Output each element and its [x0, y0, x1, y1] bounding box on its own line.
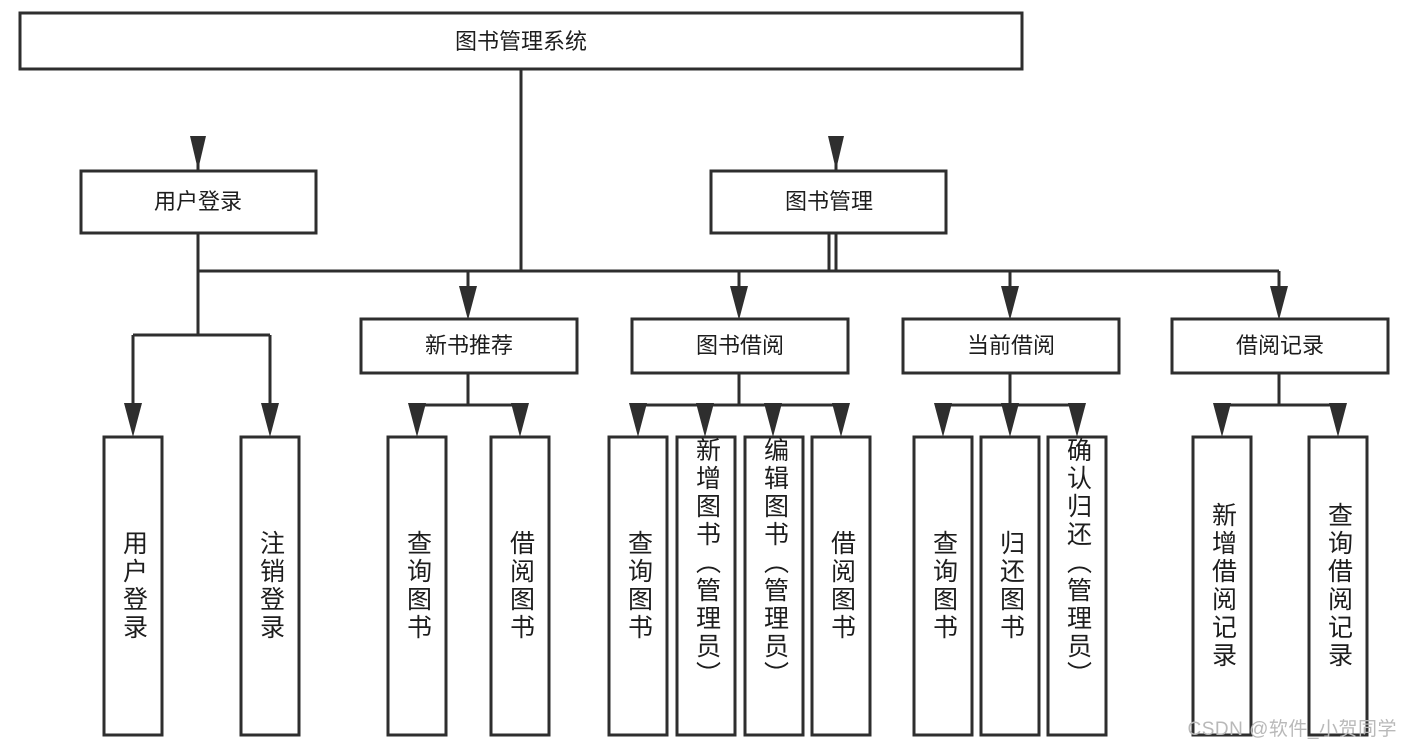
arrow-to-leaf-user-login [124, 403, 142, 437]
arrow-to-borrow-record [1270, 286, 1288, 320]
connector-userlogin-to-leaves [131, 233, 272, 405]
arrow-to-leaf-query-record [1329, 403, 1347, 437]
node-leaf-add-record[interactable] [1191, 435, 1253, 737]
node-root-system[interactable]: 图书管理系统 [18, 11, 1024, 71]
connector-record-to-leaves [1220, 372, 1340, 412]
node-leaf-query-book-1[interactable] [386, 435, 448, 737]
arrow-to-current-borrow [1001, 286, 1019, 320]
arrow-to-leaf-borrow-book-1 [511, 403, 529, 437]
node-leaf-return-book[interactable] [979, 435, 1041, 737]
arrow-to-new-book-recommend [459, 286, 477, 320]
arrow-to-leaf-return-book [1001, 403, 1019, 437]
node-root-system-label: 图书管理系统 [455, 29, 587, 54]
arrow-to-leaf-logout-login [261, 403, 279, 437]
node-borrow-record[interactable]: 借阅记录 [1170, 317, 1390, 375]
connector-bookmgmt-to-level3 [466, 233, 1281, 300]
node-borrow-record-label: 借阅记录 [1236, 333, 1324, 358]
node-leaf-user-login[interactable] [102, 435, 164, 737]
node-leaf-confirm-return[interactable] [1046, 435, 1108, 737]
node-current-borrow[interactable]: 当前借阅 [901, 317, 1121, 375]
node-leaf-edit-book[interactable] [743, 435, 805, 737]
arrow-to-book-borrow [730, 286, 748, 320]
arrow-to-user-login [190, 136, 206, 170]
arrow-to-leaf-borrow-book-2 [832, 403, 850, 437]
node-new-book-recommend-label: 新书推荐 [425, 333, 513, 358]
node-leaf-query-book-3[interactable] [912, 435, 974, 737]
node-new-book-recommend[interactable]: 新书推荐 [359, 317, 579, 375]
arrow-to-leaf-query-book-1 [408, 403, 426, 437]
node-book-management-label: 图书管理 [785, 189, 873, 214]
connector-recommend-to-leaves [415, 372, 522, 412]
node-user-login-label: 用户登录 [154, 189, 242, 214]
node-leaf-logout-login[interactable] [239, 435, 301, 737]
node-user-login[interactable]: 用户登录 [79, 169, 318, 235]
arrow-to-leaf-add-record [1213, 403, 1231, 437]
arrow-to-leaf-edit-book [764, 403, 782, 437]
arrow-to-leaf-query-book-3 [934, 403, 952, 437]
node-leaf-borrow-book-1[interactable] [489, 435, 551, 737]
arrow-to-leaf-add-book [696, 403, 714, 437]
node-book-borrow-label: 图书借阅 [696, 333, 784, 358]
arrow-to-leaf-query-book-2 [629, 403, 647, 437]
node-book-borrow[interactable]: 图书借阅 [630, 317, 850, 375]
arrow-to-book-management [828, 136, 844, 170]
node-leaf-query-book-2[interactable] [607, 435, 669, 737]
node-leaf-borrow-book-2[interactable] [810, 435, 872, 737]
connector-borrow-to-leaves [636, 372, 843, 412]
node-book-management[interactable]: 图书管理 [709, 169, 948, 235]
arrow-to-leaf-confirm-return [1068, 403, 1086, 437]
node-leaf-query-record[interactable] [1307, 435, 1369, 737]
node-leaf-add-book[interactable] [675, 435, 737, 737]
csdn-watermark: CSDN @软件_小贺同学 [1187, 719, 1397, 740]
node-current-borrow-label: 当前借阅 [967, 333, 1055, 358]
